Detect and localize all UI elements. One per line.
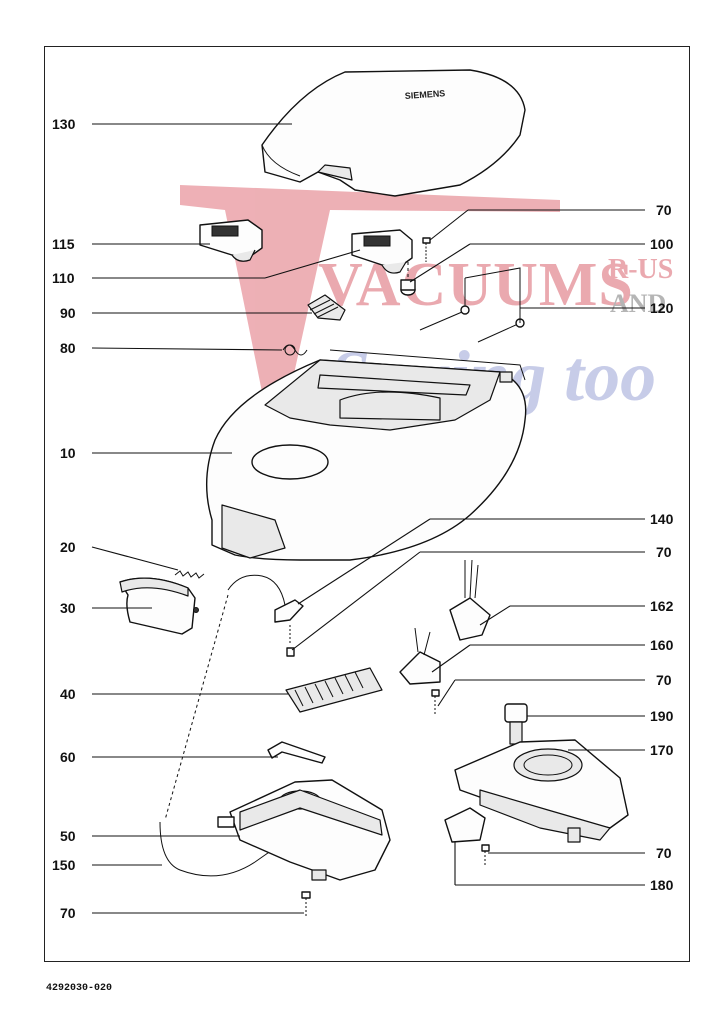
watermark-r-us: R-US — [608, 254, 673, 285]
label-120: 120 — [650, 300, 674, 316]
label-160: 160 — [650, 637, 674, 653]
label-10: 10 — [60, 445, 76, 461]
lid-logo: SIEMENS — [404, 88, 445, 101]
label-70-top-right: 70 — [656, 202, 672, 218]
part-20-spring — [174, 570, 205, 579]
part-30-handle — [119, 577, 199, 635]
label-180: 180 — [650, 877, 674, 893]
part-70-screw-bottom — [301, 891, 311, 918]
watermark-v-shape — [180, 185, 560, 392]
label-70-right: 70 — [656, 672, 672, 688]
label-70-bottom-left: 70 — [60, 905, 76, 921]
part-150-cable — [159, 574, 286, 877]
document-number: 4292030-020 — [46, 983, 113, 994]
label-60: 60 — [60, 749, 76, 765]
label-162: 162 — [650, 598, 674, 614]
label-40: 40 — [60, 686, 76, 702]
part-90-spring-clip — [307, 294, 346, 321]
part-80-spring — [282, 344, 308, 356]
part-70-screw-lower-right — [481, 844, 490, 866]
part-130-lid: SIEMENS — [261, 69, 526, 197]
label-70-mid: 70 — [656, 544, 672, 560]
part-10-housing — [206, 349, 527, 561]
leader-lines — [91, 123, 645, 914]
part-160-switch — [399, 627, 441, 685]
part-70-screw-mid — [431, 689, 440, 714]
part-110-latch — [351, 229, 413, 274]
label-140: 140 — [650, 511, 674, 527]
watermark-vacuums: VACUUMS — [318, 251, 634, 319]
diagram-frame — [44, 46, 690, 962]
watermark-and: AND — [610, 289, 666, 318]
label-70-lower-right: 70 — [656, 845, 672, 861]
part-190-cap — [504, 703, 528, 745]
part-170-cover — [454, 739, 629, 843]
part-labels: 130 115 110 90 80 10 20 30 40 60 50 150 … — [52, 116, 674, 921]
label-170: 170 — [650, 742, 674, 758]
label-130: 130 — [52, 116, 76, 132]
part-120-springs — [419, 267, 525, 343]
label-150: 150 — [52, 857, 76, 873]
label-20: 20 — [60, 539, 76, 555]
part-180-bracket — [444, 807, 486, 843]
part-115-latch — [199, 219, 263, 262]
part-70-screw-top — [422, 237, 431, 262]
part-50-base — [217, 779, 391, 881]
part-100-nut — [400, 262, 416, 296]
label-190: 190 — [650, 708, 674, 724]
label-90: 90 — [60, 305, 76, 321]
label-30: 30 — [60, 600, 76, 616]
part-140-clip — [274, 599, 304, 657]
part-162-switch — [449, 559, 491, 641]
part-40-filter — [285, 667, 383, 713]
label-80: 80 — [60, 340, 76, 356]
part-60-bracket — [267, 741, 326, 764]
label-100: 100 — [650, 236, 674, 252]
label-50: 50 — [60, 828, 76, 844]
label-110: 110 — [52, 270, 75, 286]
label-115: 115 — [52, 236, 75, 252]
